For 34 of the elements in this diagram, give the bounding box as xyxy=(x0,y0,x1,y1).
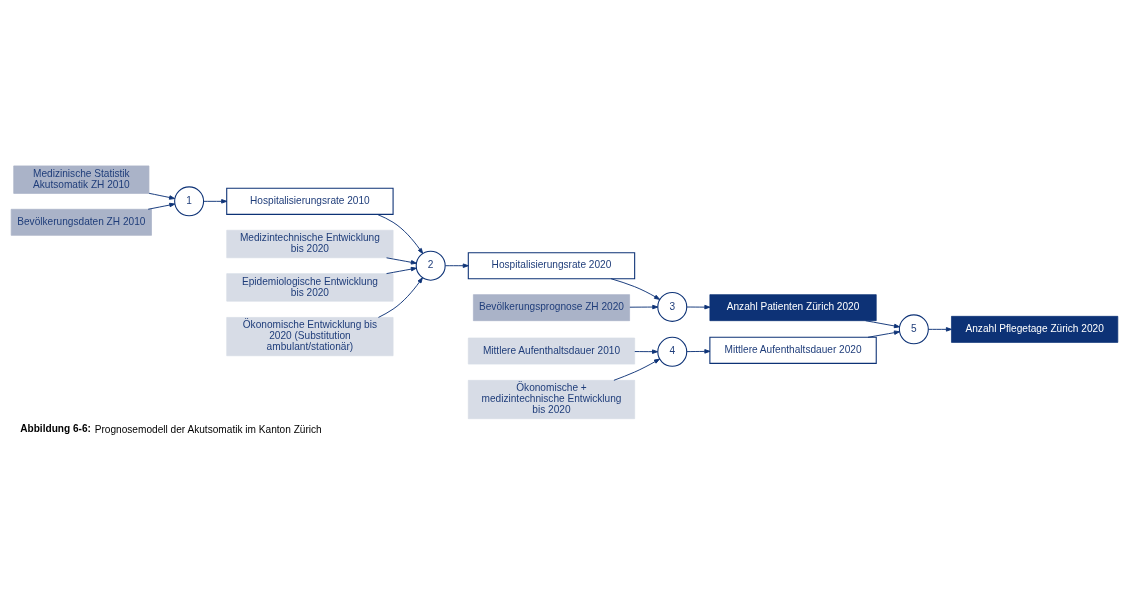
arrow xyxy=(928,326,952,332)
node-box: Ökonomische + medizintechnische Entwicklung bis 2020 xyxy=(467,379,635,419)
caption: Abbildung 6-6: Prognosemodell der Akutsomatik im Kanton Zürich xyxy=(20,422,322,435)
node-box: Medizinische Statistik Akutsomatik ZH 2010 xyxy=(13,165,150,194)
node-circle: 1 xyxy=(174,185,205,216)
arrow xyxy=(865,319,900,328)
arrow xyxy=(376,213,424,254)
node-box: Anzahl Pflegetage Zürich 2020 xyxy=(951,315,1119,343)
arrow xyxy=(203,198,228,204)
arrow xyxy=(386,256,417,265)
arrow xyxy=(386,266,417,274)
arrow xyxy=(613,358,660,381)
arrow xyxy=(867,329,900,338)
node-circle: 4 xyxy=(657,336,688,367)
arrow xyxy=(686,304,711,309)
node-box: Anzahl Patienten Zürich 2020 xyxy=(709,293,877,321)
arrow xyxy=(444,262,469,268)
node-box: Bevölkerungsdaten ZH 2010 xyxy=(10,208,152,236)
node-box: Mittlere Aufenthaltsdauer 2010 xyxy=(467,337,635,364)
arrow xyxy=(148,192,176,200)
arrow xyxy=(686,348,711,354)
arrow xyxy=(634,348,659,354)
arrow xyxy=(147,202,176,210)
node-box: Bevölkerungsprognose ZH 2020 xyxy=(473,293,630,321)
node-box: Epidemiologische Entwicklung bis 2020 xyxy=(226,272,394,301)
node-box: Hospitalisierungsrate 2020 xyxy=(467,251,636,279)
node-circle: 5 xyxy=(898,313,929,344)
node-circle: 3 xyxy=(657,291,688,322)
arrow xyxy=(629,304,659,309)
node-box: Mittlere Aufenthaltsdauer 2020 xyxy=(709,336,877,364)
arrow xyxy=(378,276,423,318)
node-box: Hospitalisierungsrate 2010 xyxy=(226,187,394,215)
node-box: Ökonomische Entwicklung bis 2020 (Substitution ambulant/stationär) xyxy=(226,316,394,356)
node-box: Medizintechnische Entwicklung bis 2020 xyxy=(226,229,394,258)
